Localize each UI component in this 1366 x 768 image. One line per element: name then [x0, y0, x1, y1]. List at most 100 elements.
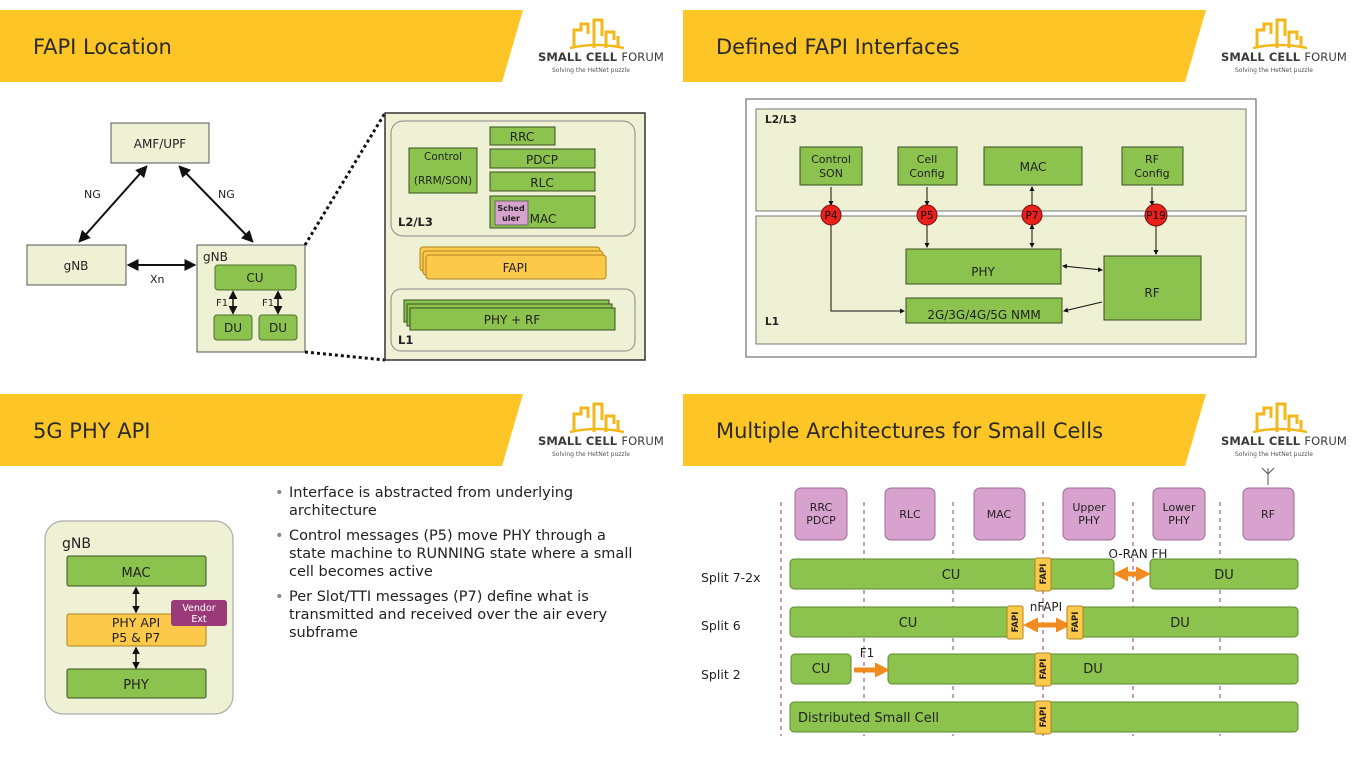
architectures-diagram: RRC PDCP RLC MAC Upper PHY Lower PHY RF … — [701, 467, 1299, 736]
phy-box — [66, 668, 207, 699]
zoom-line-top — [303, 112, 387, 246]
rlc-box — [489, 171, 596, 192]
svg-text:DU: DU — [1170, 616, 1190, 631]
brand-wordmark: SMALL CELL FORUM — [1221, 434, 1347, 448]
mac-box — [983, 146, 1083, 186]
phy-rf-box — [409, 307, 616, 331]
ng-right-label: NG — [218, 188, 235, 201]
gnb-left-box — [26, 244, 127, 286]
split2-cu-bar — [790, 653, 852, 685]
svg-text:MAC: MAC — [530, 212, 557, 226]
bullet-item: Interface is abstracted from underlying … — [275, 484, 635, 520]
rf-box — [1103, 255, 1202, 321]
defined-interfaces-diagram: L2/L3 L1 Control SON Cell Config MAC RF … — [745, 98, 1257, 358]
svg-text:Lower: Lower — [1163, 501, 1196, 514]
title-banner: 5G PHY API — [0, 394, 523, 466]
city-skyline-icon — [569, 402, 625, 434]
svg-text:Distributed Small Cell: Distributed Small Cell — [798, 711, 939, 726]
svg-text:P5: P5 — [920, 210, 933, 222]
svg-text:DU: DU — [1214, 568, 1234, 583]
brand-wordmark: SMALL CELL FORUM — [538, 434, 664, 448]
svg-text:MAC: MAC — [987, 508, 1012, 521]
control-son-box — [799, 146, 863, 186]
brand-tagline: Solving the HetNet puzzle — [1235, 451, 1313, 458]
zoom-line-bottom — [304, 350, 386, 362]
svg-text:RF: RF — [1261, 508, 1275, 521]
svg-text:CU: CU — [942, 568, 961, 583]
fapi-tag: FAPI — [1066, 605, 1084, 640]
city-skyline-icon — [1252, 18, 1308, 50]
svg-text:PDCP: PDCP — [806, 514, 836, 527]
slide-architectures: Multiple Architectures for Small Cells S… — [683, 384, 1366, 768]
fapi-location-diagram: AMF/UPF gNB gNB CU DU DU F1 F1 NG NG Xn — [26, 112, 646, 362]
slide-title: FAPI Location — [33, 35, 172, 59]
gnb-label: gNB — [62, 536, 91, 552]
svg-text:Sched: Sched — [497, 204, 525, 213]
svg-text:P19: P19 — [1146, 210, 1166, 222]
svg-text:Ext: Ext — [191, 614, 207, 625]
layer-rrc-pdcp — [794, 487, 848, 541]
split2-label: Split 2 — [701, 667, 741, 682]
nmm-box — [905, 297, 1063, 324]
svg-text:RF: RF — [1145, 153, 1159, 166]
svg-text:SON: SON — [819, 167, 843, 180]
svg-text:RRC: RRC — [810, 501, 833, 514]
svg-text:PHY: PHY — [1078, 514, 1100, 527]
cell-config-box — [897, 146, 958, 186]
port-p5: P5 — [916, 204, 938, 226]
brand-tagline: Solving the HetNet puzzle — [1235, 67, 1313, 74]
svg-text:MAC: MAC — [1020, 160, 1047, 174]
slide-title: Multiple Architectures for Small Cells — [716, 419, 1104, 443]
svg-text:uler: uler — [502, 214, 520, 223]
svg-text:PHY: PHY — [971, 265, 995, 279]
scheduler-box — [494, 200, 529, 226]
svg-text:CU: CU — [899, 616, 918, 631]
layer-rf — [1242, 487, 1295, 541]
svg-text:PHY + RF: PHY + RF — [484, 313, 541, 327]
svg-text:Config: Config — [1134, 167, 1169, 180]
svg-text:O-RAN FH: O-RAN FH — [1109, 547, 1168, 561]
layer-upper-phy — [1062, 487, 1116, 541]
bullet-list: Interface is abstracted from underlying … — [275, 484, 635, 649]
svg-text:2G/3G/4G/5G NMM: 2G/3G/4G/5G NMM — [927, 308, 1040, 322]
du-left-box — [213, 314, 253, 341]
title-banner: Multiple Architectures for Small Cells — [683, 394, 1206, 466]
bullet-item: Per Slot/TTI messages (P7) define what i… — [275, 588, 635, 642]
control-rrm-son-box — [408, 147, 478, 194]
svg-text:F1: F1 — [860, 646, 875, 660]
svg-text:Upper: Upper — [1072, 501, 1106, 514]
mac-box — [66, 555, 207, 587]
small-cell-forum-logo: SMALL CELL FORUM Solving the HetNet puzz… — [536, 398, 664, 462]
brand-wordmark: SMALL CELL FORUM — [538, 50, 664, 64]
svg-text:FAPI: FAPI — [1011, 612, 1021, 633]
small-cell-forum-logo: SMALL CELL FORUM Solving the HetNet puzz… — [1219, 398, 1347, 462]
city-skyline-icon — [569, 18, 625, 50]
slide-title: Defined FAPI Interfaces — [716, 35, 960, 59]
svg-text:CU: CU — [812, 662, 831, 677]
title-banner: FAPI Location — [0, 10, 523, 82]
svg-text:PHY API: PHY API — [112, 615, 160, 630]
svg-text:RLC: RLC — [899, 508, 921, 521]
rrc-box — [489, 126, 556, 146]
ng-left-arrow — [78, 165, 148, 243]
svg-text:P4: P4 — [824, 210, 837, 222]
city-skyline-icon — [1252, 402, 1308, 434]
cu-label: CU — [246, 271, 263, 285]
cu-box — [214, 264, 297, 291]
du-right-box — [258, 314, 298, 341]
fapi-tag: FAPI — [1034, 557, 1052, 592]
amf-upf-label: AMF/UPF — [134, 137, 187, 151]
ng-left-label: NG — [84, 188, 101, 201]
svg-text:FAPI: FAPI — [1039, 659, 1049, 680]
svg-text:PDCP: PDCP — [526, 153, 558, 167]
l2l3-label: L2/L3 — [398, 215, 433, 229]
svg-text:RF: RF — [1144, 286, 1159, 300]
layer-mac — [973, 487, 1026, 541]
split6-label: Split 6 — [701, 618, 741, 633]
svg-text:PHY: PHY — [123, 678, 149, 693]
port-p4: P4 — [820, 204, 842, 226]
brand-wordmark: SMALL CELL FORUM — [1221, 50, 1347, 64]
layer-separators — [780, 502, 1221, 736]
phy-box — [905, 248, 1062, 285]
slide-defined-interfaces: Defined FAPI Interfaces SMALL CELL FORUM… — [683, 0, 1366, 384]
